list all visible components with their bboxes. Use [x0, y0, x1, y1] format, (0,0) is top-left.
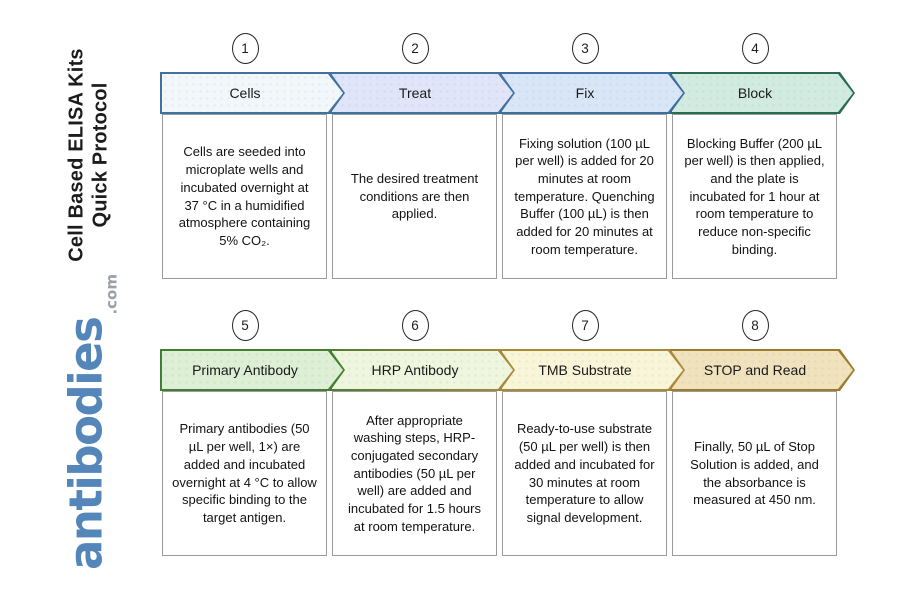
protocol-title-line1: Cell Based ELISA Kits — [65, 48, 88, 262]
step-row-2: 5 Primary Antibody Primary antibodies (5… — [160, 310, 860, 556]
step-banner-label: STOP and Read — [703, 362, 807, 378]
step-column: 7 TMB Substrate Ready-to-use substrate (… — [500, 310, 670, 556]
step-description-text: Finally, 50 µL of Stop Solution is added… — [690, 439, 819, 508]
step-description-text: Ready-to-use substrate (50 µL per well) … — [514, 421, 655, 525]
step-number: 4 — [751, 41, 759, 56]
step-banner-label: TMB Substrate — [538, 362, 632, 378]
step-banner-arrow: TMB Substrate — [500, 349, 685, 391]
step-banner-label: Fix — [575, 85, 595, 101]
step-description-text: Primary antibodies (50 µL per well, 1×) … — [172, 421, 317, 525]
step-banner-label: Block — [737, 85, 773, 101]
step-description-text: Blocking Buffer (200 µL per well) is the… — [684, 135, 825, 257]
step-banner-label: Primary Antibody — [192, 362, 298, 378]
step-banner-arrow: Primary Antibody — [160, 349, 345, 391]
step-banner-arrow: STOP and Read — [670, 349, 855, 391]
step-number: 7 — [581, 318, 589, 333]
step-banner-label: HRP Antibody — [371, 362, 459, 378]
step-number-badge: 7 — [571, 310, 599, 341]
step-number-badge: 3 — [571, 33, 599, 64]
step-column: 1 Cells Cells are seeded into microplate… — [160, 33, 330, 279]
step-banner-fill — [672, 351, 853, 389]
step-number-badge: 8 — [741, 310, 769, 341]
step-number-badge: 4 — [741, 33, 769, 64]
step-description-box: Cells are seeded into microplate wells a… — [162, 114, 327, 279]
step-number: 6 — [411, 318, 419, 333]
step-number: 5 — [241, 318, 249, 333]
step-banner-arrow: Cells — [160, 72, 345, 114]
step-banner-fill — [162, 74, 343, 112]
step-banner-fill — [162, 351, 343, 389]
step-column: 3 Fix Fixing solution (100 µL per well) … — [500, 33, 670, 279]
step-banner-arrow: HRP Antibody — [330, 349, 515, 391]
step-number-badge: 5 — [231, 310, 259, 341]
brand-suffix: .com — [102, 274, 121, 315]
step-description-box: Primary antibodies (50 µL per well, 1×) … — [162, 391, 327, 556]
step-description-box: Ready-to-use substrate (50 µL per well) … — [502, 391, 667, 556]
step-number: 3 — [581, 41, 589, 56]
step-description-box: After appropriate washing steps, HRP-con… — [332, 391, 497, 556]
step-description-box: The desired treatment conditions are the… — [332, 114, 497, 279]
step-number-badge: 1 — [231, 33, 259, 64]
step-banner-fill — [502, 74, 683, 112]
step-banner-fill — [332, 351, 513, 389]
step-number: 8 — [751, 318, 759, 333]
step-column: 5 Primary Antibody Primary antibodies (5… — [160, 310, 330, 556]
step-column: 8 STOP and Read Finally, 50 µL of Stop S… — [670, 310, 840, 556]
step-column: 4 Block Blocking Buffer (200 µL per well… — [670, 33, 840, 279]
step-description-text: The desired treatment conditions are the… — [350, 170, 479, 222]
step-description-box: Blocking Buffer (200 µL per well) is the… — [672, 114, 837, 279]
step-row-1: 1 Cells Cells are seeded into microplate… — [160, 33, 860, 279]
step-description-text: Cells are seeded into microplate wells a… — [178, 144, 311, 248]
step-number: 1 — [241, 41, 249, 56]
step-banner-fill — [502, 351, 683, 389]
step-description-box: Fixing solution (100 µL per well) is add… — [502, 114, 667, 279]
step-number-badge: 6 — [401, 310, 429, 341]
protocol-flowchart: 1 Cells Cells are seeded into microplate… — [160, 33, 860, 556]
protocol-title-line2: Quick Protocol — [89, 82, 111, 228]
step-description-text: After appropriate washing steps, HRP-con… — [348, 412, 481, 534]
step-description-text: Fixing solution (100 µL per well) is add… — [514, 135, 655, 257]
brand-logo: antibodies .com — [59, 274, 121, 570]
step-banner-label: Treat — [398, 85, 432, 101]
step-banner-fill — [672, 74, 853, 112]
step-description-box: Finally, 50 µL of Stop Solution is added… — [672, 391, 837, 556]
step-column: 2 Treat The desired treatment conditions… — [330, 33, 500, 279]
step-banner-arrow: Block — [670, 72, 855, 114]
step-banner-arrow: Fix — [500, 72, 685, 114]
step-banner-arrow: Treat — [330, 72, 515, 114]
step-banner-fill — [332, 74, 513, 112]
step-number: 2 — [411, 41, 419, 56]
protocol-title: Cell Based ELISA Kits Quick Protocol — [65, 48, 112, 262]
step-banner-label: Cells — [229, 85, 261, 101]
step-column: 6 HRP Antibody After appropriate washing… — [330, 310, 500, 556]
step-number-badge: 2 — [401, 33, 429, 64]
brand-name: antibodies — [59, 317, 113, 570]
